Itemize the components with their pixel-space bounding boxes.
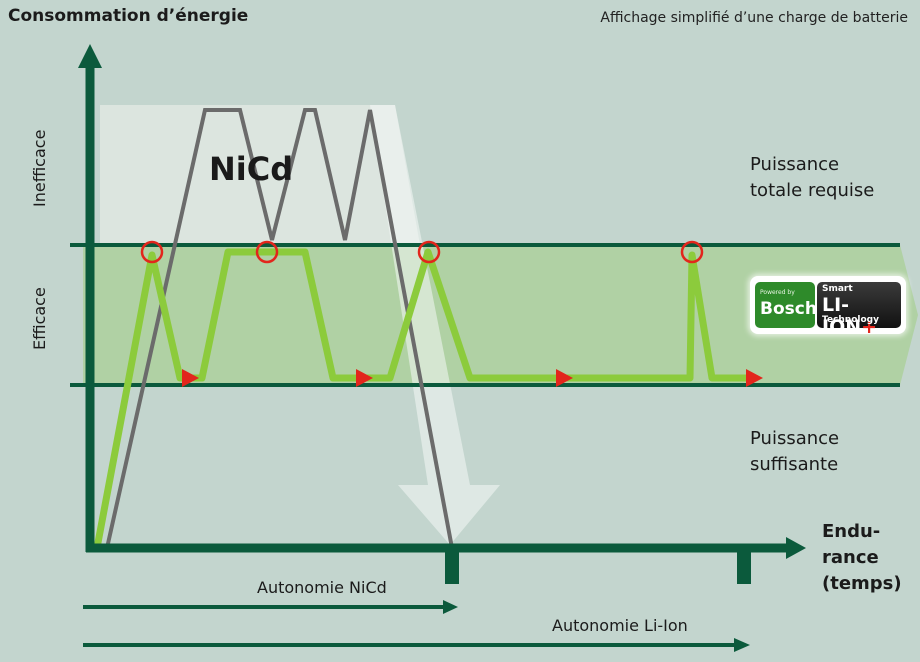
autonomy-nicd-label: Autonomie NiCd — [257, 578, 387, 597]
autonomy-liion-label: Autonomie Li-Ion — [552, 616, 688, 635]
peak-marker-2 — [255, 240, 279, 264]
liion-text: LI-ION+ — [822, 294, 901, 338]
red-arrow-3 — [556, 369, 573, 387]
label-sufficient-power: Puissance suffisante — [750, 426, 839, 478]
x-axis-arrowhead — [786, 537, 806, 559]
peak-marker-1 — [140, 240, 164, 264]
x-axis-label-line3: (temps) — [822, 573, 902, 594]
liion-end-tick — [737, 548, 751, 584]
red-arrow-4 — [746, 369, 763, 387]
red-arrow-1 — [182, 369, 199, 387]
diagram-title: Consommation d’énergie — [8, 6, 249, 26]
technology-text: Technology — [822, 315, 879, 325]
smart-text: Smart — [822, 284, 853, 294]
label-total-power: Puissance totale requise — [750, 152, 874, 204]
decline-arrow — [370, 105, 500, 545]
x-axis-label-line2: rance — [822, 547, 879, 568]
label-total-power-line2: totale requise — [750, 180, 875, 201]
red-arrow-2 — [356, 369, 373, 387]
nicd-end-tick — [445, 548, 459, 584]
label-total-power-line1: Puissance — [750, 154, 840, 175]
y-label-inefficient: Inefficace — [30, 129, 49, 207]
powered-by-text: Powered by — [760, 289, 795, 296]
peak-marker-4 — [680, 240, 704, 264]
diagram-subtitle: Affichage simplifié d’une charge de batt… — [600, 10, 908, 26]
autonomy-nicd-arrowhead — [443, 600, 458, 614]
liion-product-text: LI-ION — [822, 294, 862, 338]
y-label-efficient: Efficace — [30, 287, 49, 350]
label-sufficient-power-line2: suffisante — [750, 454, 839, 475]
label-sufficient-power-line1: Puissance — [750, 428, 840, 449]
peak-marker-3 — [417, 240, 441, 264]
bosch-logo-box: Powered by Bosch — [755, 282, 817, 328]
liion-logo-box: Smart LI-ION+ Technology — [817, 282, 901, 338]
autonomy-liion-arrowhead — [734, 638, 750, 652]
x-axis-label-line1: Endu- — [822, 521, 881, 542]
nicd-curve — [105, 108, 454, 549]
y-axis-arrowhead — [78, 44, 102, 68]
x-axis-label: Endu- rance (temps) — [822, 519, 918, 597]
bosch-liion-badge: Powered by Bosch Smart LI-ION+ Technolog… — [750, 276, 906, 338]
bosch-brand-text: Bosch — [760, 299, 817, 319]
plus-icon: + — [861, 316, 878, 338]
nicd-label: NiCd — [209, 150, 294, 188]
